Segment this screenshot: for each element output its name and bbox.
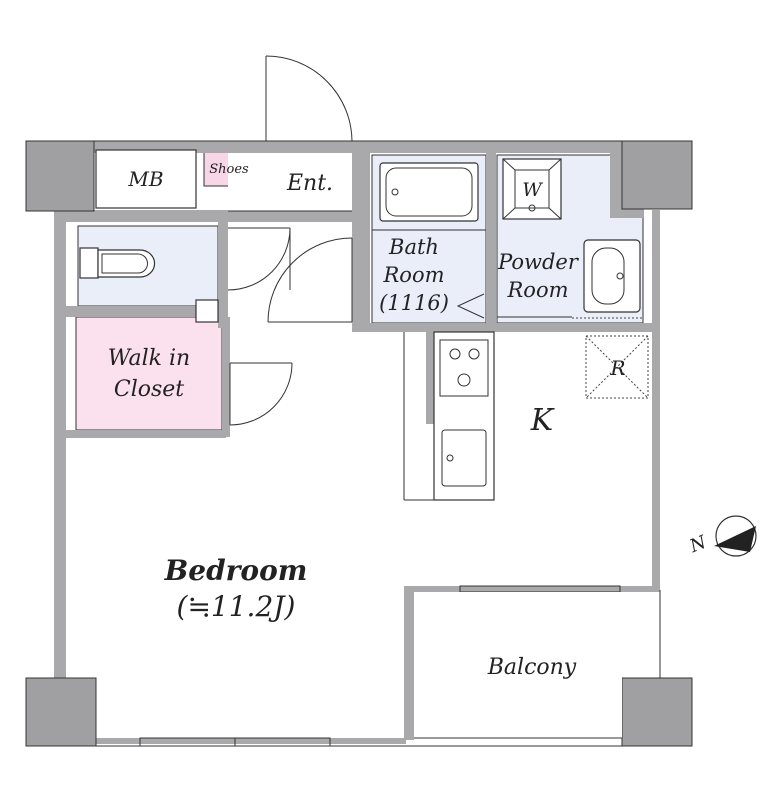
wall-mb-bottom [66,210,356,222]
wall-left [54,210,66,680]
wall-wet-bottom [352,323,652,332]
wall-right-notch-h [610,208,644,218]
entrance-floor [228,153,352,211]
bath-label-line1: Bath [388,235,439,259]
bath-label-line3: (1116) [379,291,449,315]
wall-closet-right [222,317,230,437]
powder-label-line1: Powder [497,250,580,274]
pipe-space [195,299,219,323]
powder-label-line2: Room [506,278,568,302]
washer-pan [502,158,562,220]
pillars [25,140,693,747]
walkin-closet-floor [75,316,223,431]
bedroom-label: Bedroom [164,554,308,587]
walkin-label-line1: Walk in [108,346,190,371]
wall-balcony-top [404,586,660,592]
powder-fixtures [497,158,643,319]
wall-toilet-bottom [66,306,228,317]
wall-bottom [66,738,406,744]
room-labels: MB Shoes Ent. Bath Room (1116) Powder Ro… [108,162,626,680]
bedroom-size-label: (≒11.2J) [177,590,296,623]
walkin-label-line2: Closet [114,377,184,402]
bathtub [372,162,486,319]
wall-bath-powder [486,153,496,325]
pillar-bottom-right [621,677,693,747]
walls [26,141,692,744]
wall-kitchen-partition [426,332,434,424]
wall-right [652,210,660,590]
pillar-top-left [25,140,95,212]
pillar-top-right [621,140,693,210]
wall-right-notch [610,153,622,213]
balcony-floor [414,592,622,738]
pillar-bottom-left [25,677,97,747]
compass-needle-icon [714,526,756,552]
washer-label: W [522,179,543,201]
outer-lines [26,140,692,747]
wall-bath-left [352,153,370,331]
balcony-label: Balcony [487,655,577,680]
mb-label: MB [127,167,163,191]
compass: N [686,515,757,558]
refrigerator-label: R [609,356,625,380]
refrigerator-space [585,335,649,399]
mb-box [95,149,197,209]
shoes-label: Shoes [209,162,249,177]
kitchen-label: K [530,403,555,438]
wall-toilet-right [218,212,228,328]
wall-closet-bottom [66,430,226,438]
entrance [228,55,353,212]
kitchen-fixtures [403,331,649,501]
compass-north-label: N [686,531,711,557]
toilet-fixture [79,247,156,279]
closet-door [229,362,293,426]
hall-doors [195,227,353,323]
entrance-label: Ent. [286,171,333,196]
wall-balcony-left [404,586,414,740]
kitchen-counter [433,331,495,501]
bath-label-line2: Room [382,263,444,287]
